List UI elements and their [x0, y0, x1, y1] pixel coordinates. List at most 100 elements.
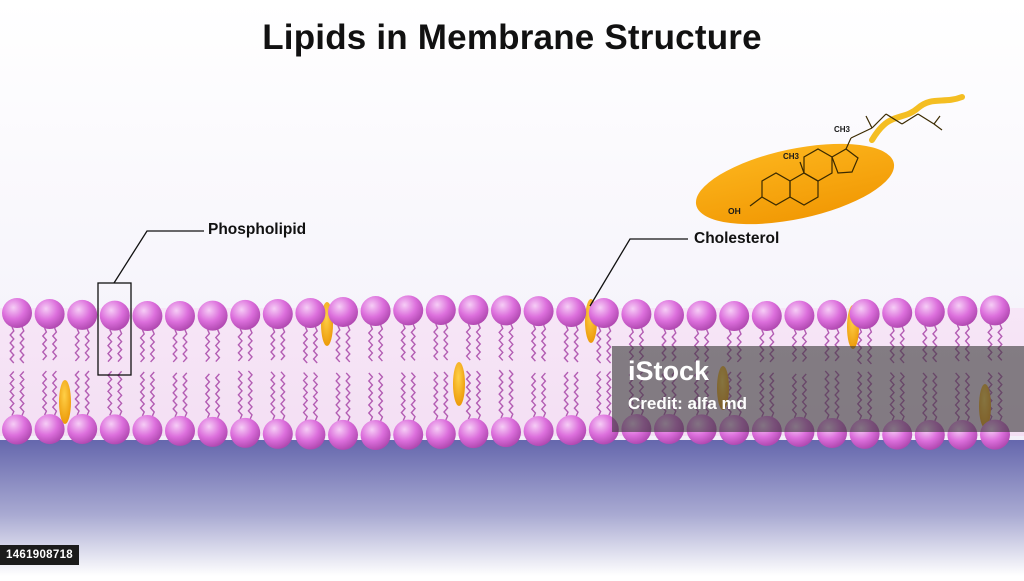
phospholipid-head [262, 418, 293, 449]
lipid-tail [573, 371, 579, 417]
lipid-tail [280, 371, 286, 421]
cholesterol-molecule [453, 362, 465, 406]
image-id-badge: 1461908718 [0, 545, 79, 565]
lipid-tail [182, 329, 188, 363]
lipid-tail [204, 373, 211, 419]
phospholipid-head [393, 419, 424, 450]
lipid-tail [530, 324, 537, 362]
lipid-tail [237, 328, 243, 362]
cholesterol-body [695, 143, 895, 225]
lipid-tail [410, 324, 416, 361]
lipid-tail [540, 372, 547, 418]
lipid-tail [508, 369, 514, 419]
lipid-tail [498, 369, 504, 419]
lipid-tail [19, 326, 25, 364]
cytoplasm-region [0, 440, 1024, 576]
phospholipid-head [360, 296, 391, 327]
lipid-tail [19, 371, 25, 416]
lipid-tail [139, 329, 146, 363]
phospholipid-head [393, 295, 424, 326]
watermark-credit: Credit: alfa md [628, 394, 748, 413]
phospholipid-head [99, 300, 130, 331]
lipid-tail [498, 324, 504, 361]
lipid-tail [302, 372, 309, 421]
lipid-tail [204, 329, 211, 363]
lipid-tail [41, 327, 48, 361]
phospholipid-head [34, 414, 65, 445]
lipid-tail [465, 370, 472, 420]
phospholipid-head [556, 297, 587, 328]
lipid-tail [530, 372, 537, 418]
phospholipid-head [654, 299, 684, 330]
phospholipid-head [784, 300, 815, 331]
ch3-label-mid: CH3 [783, 152, 800, 161]
lipid-tail [41, 370, 48, 416]
phospholipid-label: Phospholipid [208, 221, 307, 238]
phospholipid-head [849, 298, 880, 329]
lipid-tail [475, 323, 482, 361]
lipid-tail [312, 326, 319, 364]
phospholipid-head [947, 296, 978, 327]
phospholipid-head [230, 299, 261, 330]
lipid-tail [443, 371, 449, 421]
lipid-tail [508, 324, 514, 361]
phospholipid-head [751, 300, 782, 331]
lipid-tail [51, 327, 58, 361]
lipid-tail [475, 370, 482, 420]
watermark-banner: iStock Credit: alfa md [612, 346, 1024, 432]
phospholipid-head [230, 417, 261, 448]
lipid-tail [51, 370, 58, 416]
ch3-label-top: CH3 [834, 125, 851, 134]
lipid-tail [237, 370, 243, 420]
phospholipid-head [132, 414, 163, 445]
lipid-tail [400, 372, 406, 421]
phospholipid-head [458, 418, 489, 449]
lipid-tail [139, 371, 146, 417]
lipid-tail [247, 328, 253, 362]
phospholipid-head [328, 419, 358, 450]
lipid-tail [149, 371, 156, 417]
lipid-tail [312, 372, 319, 421]
phospholipid-head [34, 299, 65, 330]
phospholipid-head [914, 296, 945, 327]
phospholipid-head [817, 299, 847, 330]
lipid-tail [443, 323, 449, 361]
lipid-tail [117, 329, 123, 363]
phospholipid-head [621, 299, 652, 330]
lipid-tail [335, 372, 341, 422]
lipid-tail [107, 370, 113, 416]
phospholipid-head [458, 295, 489, 326]
lipid-tail [345, 325, 351, 363]
lipid-tail [465, 323, 472, 361]
phospholipid-head [295, 297, 326, 328]
phospholipid-head [686, 300, 717, 331]
lipid-tail [182, 372, 188, 418]
lipid-tail [84, 328, 90, 362]
lipid-tail [596, 326, 602, 364]
lipid-tail [74, 370, 80, 416]
phospholipid-head [523, 416, 554, 447]
lipid-tail [345, 372, 351, 422]
cholesterol-tail [869, 94, 965, 143]
lipid-tail [606, 326, 612, 364]
lipid-tail [214, 373, 221, 419]
lipid-tail [367, 372, 374, 422]
phospholipid-head [197, 416, 228, 447]
phospholipid-head [132, 300, 163, 331]
lipid-tail [400, 324, 406, 361]
lipid-tail [270, 327, 276, 361]
cholesterol-leader-line [589, 238, 688, 307]
phospholipid-head [523, 296, 554, 327]
lipid-tail [410, 372, 416, 421]
lipid-tail [74, 328, 80, 362]
phospholipid-head [2, 298, 32, 328]
phospholipid-head [360, 419, 391, 450]
phospholipid-head [719, 300, 750, 331]
lipid-tail [563, 371, 569, 417]
lipid-tail [117, 370, 123, 416]
phospholipid-head [295, 419, 326, 450]
lipid-tail [9, 326, 15, 364]
cholesterol-molecule [59, 380, 71, 424]
